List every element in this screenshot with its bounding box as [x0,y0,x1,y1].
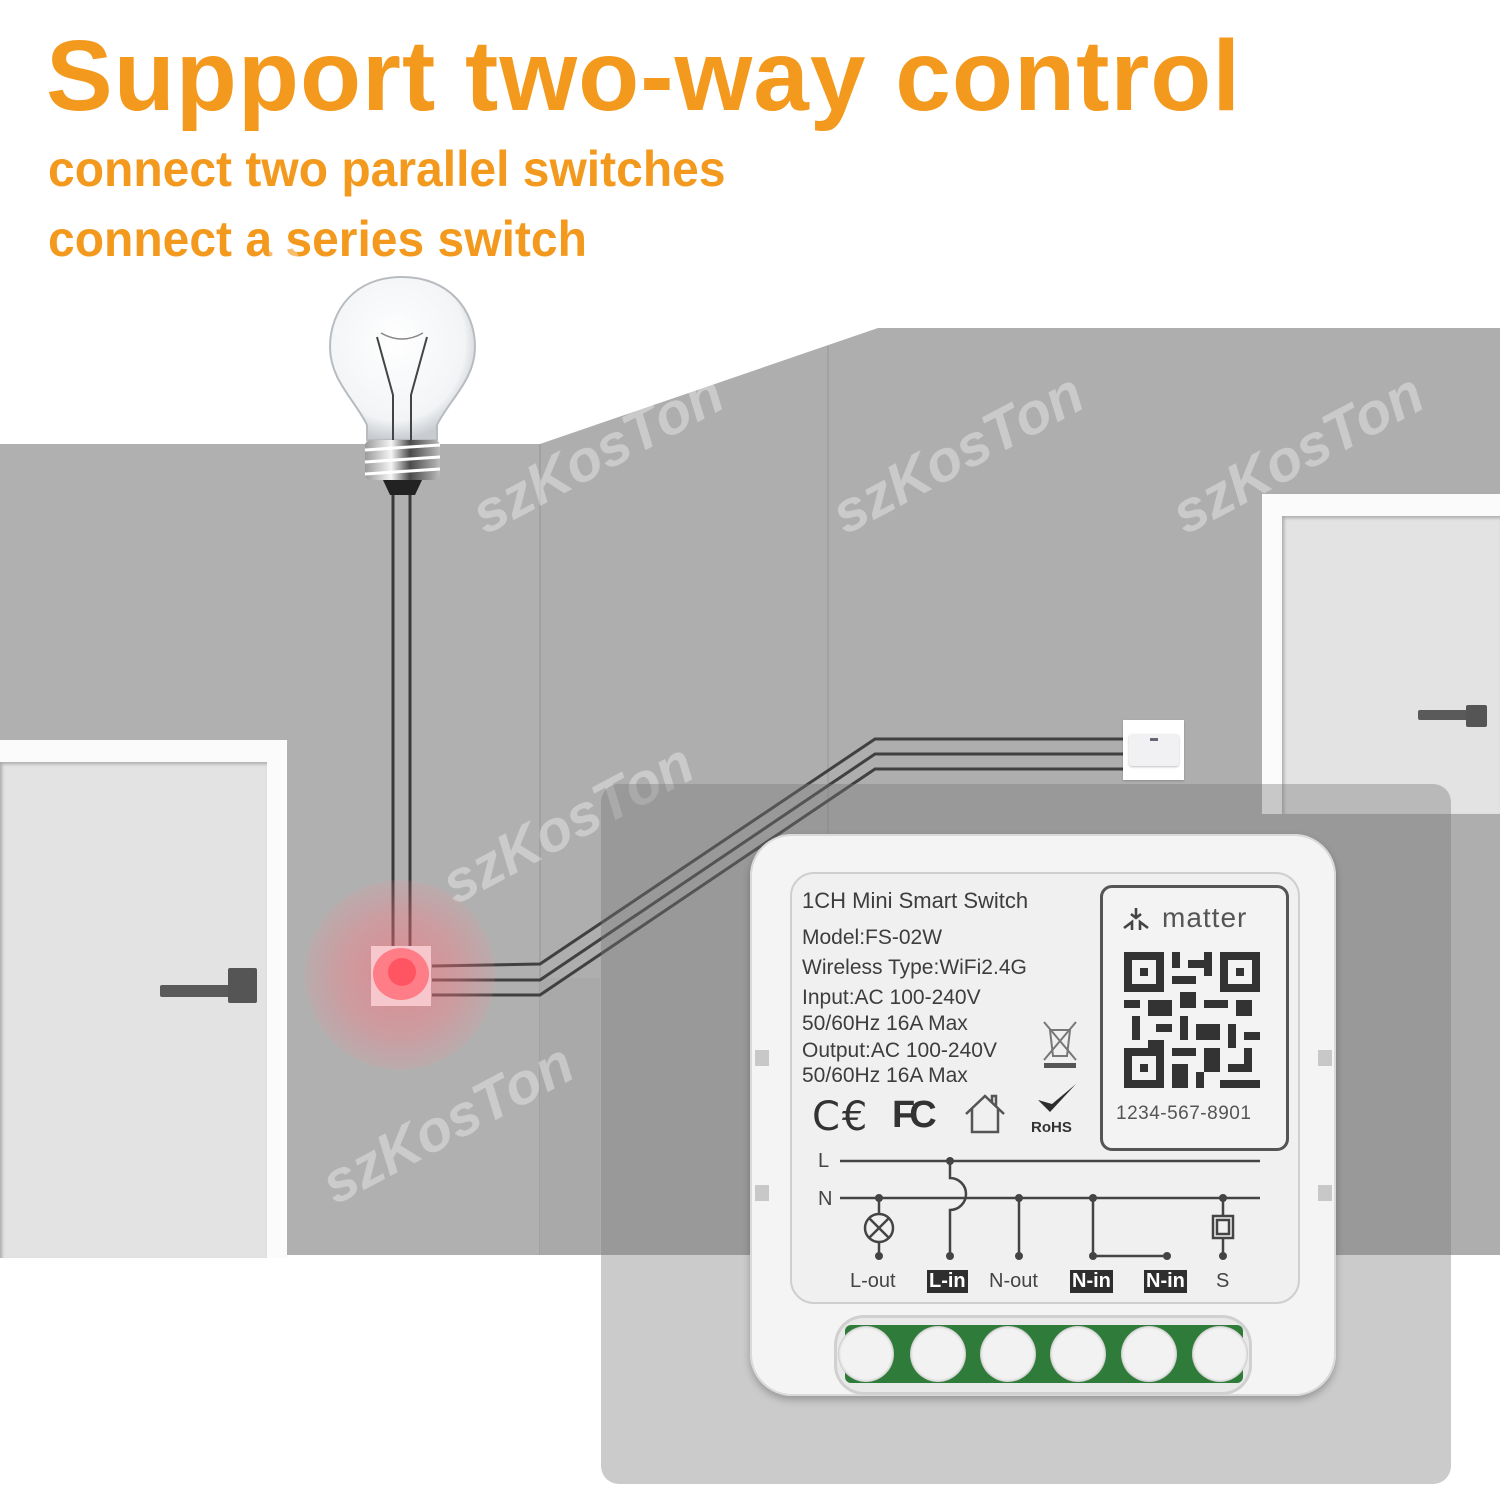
right-door-handle-plate [1466,705,1487,727]
spec-wireless: Wireless Type:WiFi2.4G [802,956,1027,979]
fcc-mark-icon: FC [892,1094,937,1136]
left-door-handle-plate [228,968,257,1003]
wall-switch-led [1150,738,1158,741]
line-label-n: N [818,1188,833,1210]
spec-input-rating: 50/60Hz 16A Max [802,1012,968,1035]
device-clip-right-top [1318,1050,1332,1066]
headline-title: Support two-way control [46,20,1242,132]
device-clip-right-bottom [1318,1185,1332,1201]
terminal-label-n-out: N-out [989,1270,1038,1292]
terminal-block-insert [845,1325,1243,1383]
spec-input: Input:AC 100-240V [802,986,981,1009]
wall-switch [1123,720,1184,780]
ce-mark-icon: C€ [812,1094,870,1140]
terminal-screw-5 [1121,1326,1177,1382]
subtitle-parallel: connect two parallel switches [48,141,726,197]
terminal-label-l-in: L-in [927,1270,968,1293]
wiring-diagram [840,1157,1260,1260]
terminal-screw-6 [1192,1326,1248,1382]
rohs-check-icon [1038,1084,1076,1112]
pairing-code: 1234-567-8901 [1116,1103,1252,1124]
terminal-screw-3 [980,1326,1036,1382]
left-door [0,762,267,1258]
light-bulb-icon [328,275,477,495]
terminal-screw-2 [910,1326,966,1382]
device-clip-left-bottom [755,1185,769,1201]
left-door-handle-icon [160,985,250,997]
terminal-label-n-in-1: N-in [1070,1270,1113,1293]
terminal-label-l-out: L-out [850,1270,896,1292]
right-door-handle-icon [1418,710,1478,720]
spec-output: Output:AC 100-240V [802,1039,997,1062]
matter-logo-icon [1123,908,1149,930]
rohs-label: RoHS [1031,1119,1072,1136]
device-clip-left-top [755,1050,769,1066]
line-label-l: L [818,1150,830,1172]
right-door [1282,516,1500,814]
junction-dot [388,958,416,986]
terminal-label-n-in-2: N-in [1144,1270,1187,1293]
house-icon [965,1094,1005,1134]
subtitle-series: connect a series switch [48,211,587,267]
qr-code-icon [1124,952,1260,1088]
weee-bin-icon [1043,1021,1077,1068]
device-title: 1CH Mini Smart Switch [802,888,1029,913]
terminal-screw-4 [1050,1326,1106,1382]
spec-output-rating: 50/60Hz 16A Max [802,1064,968,1087]
terminal-label-s: S [1216,1270,1230,1292]
terminal-screw-1 [838,1326,894,1382]
spec-model: Model:FS-02W [802,926,943,949]
matter-brand: matter [1162,902,1248,933]
